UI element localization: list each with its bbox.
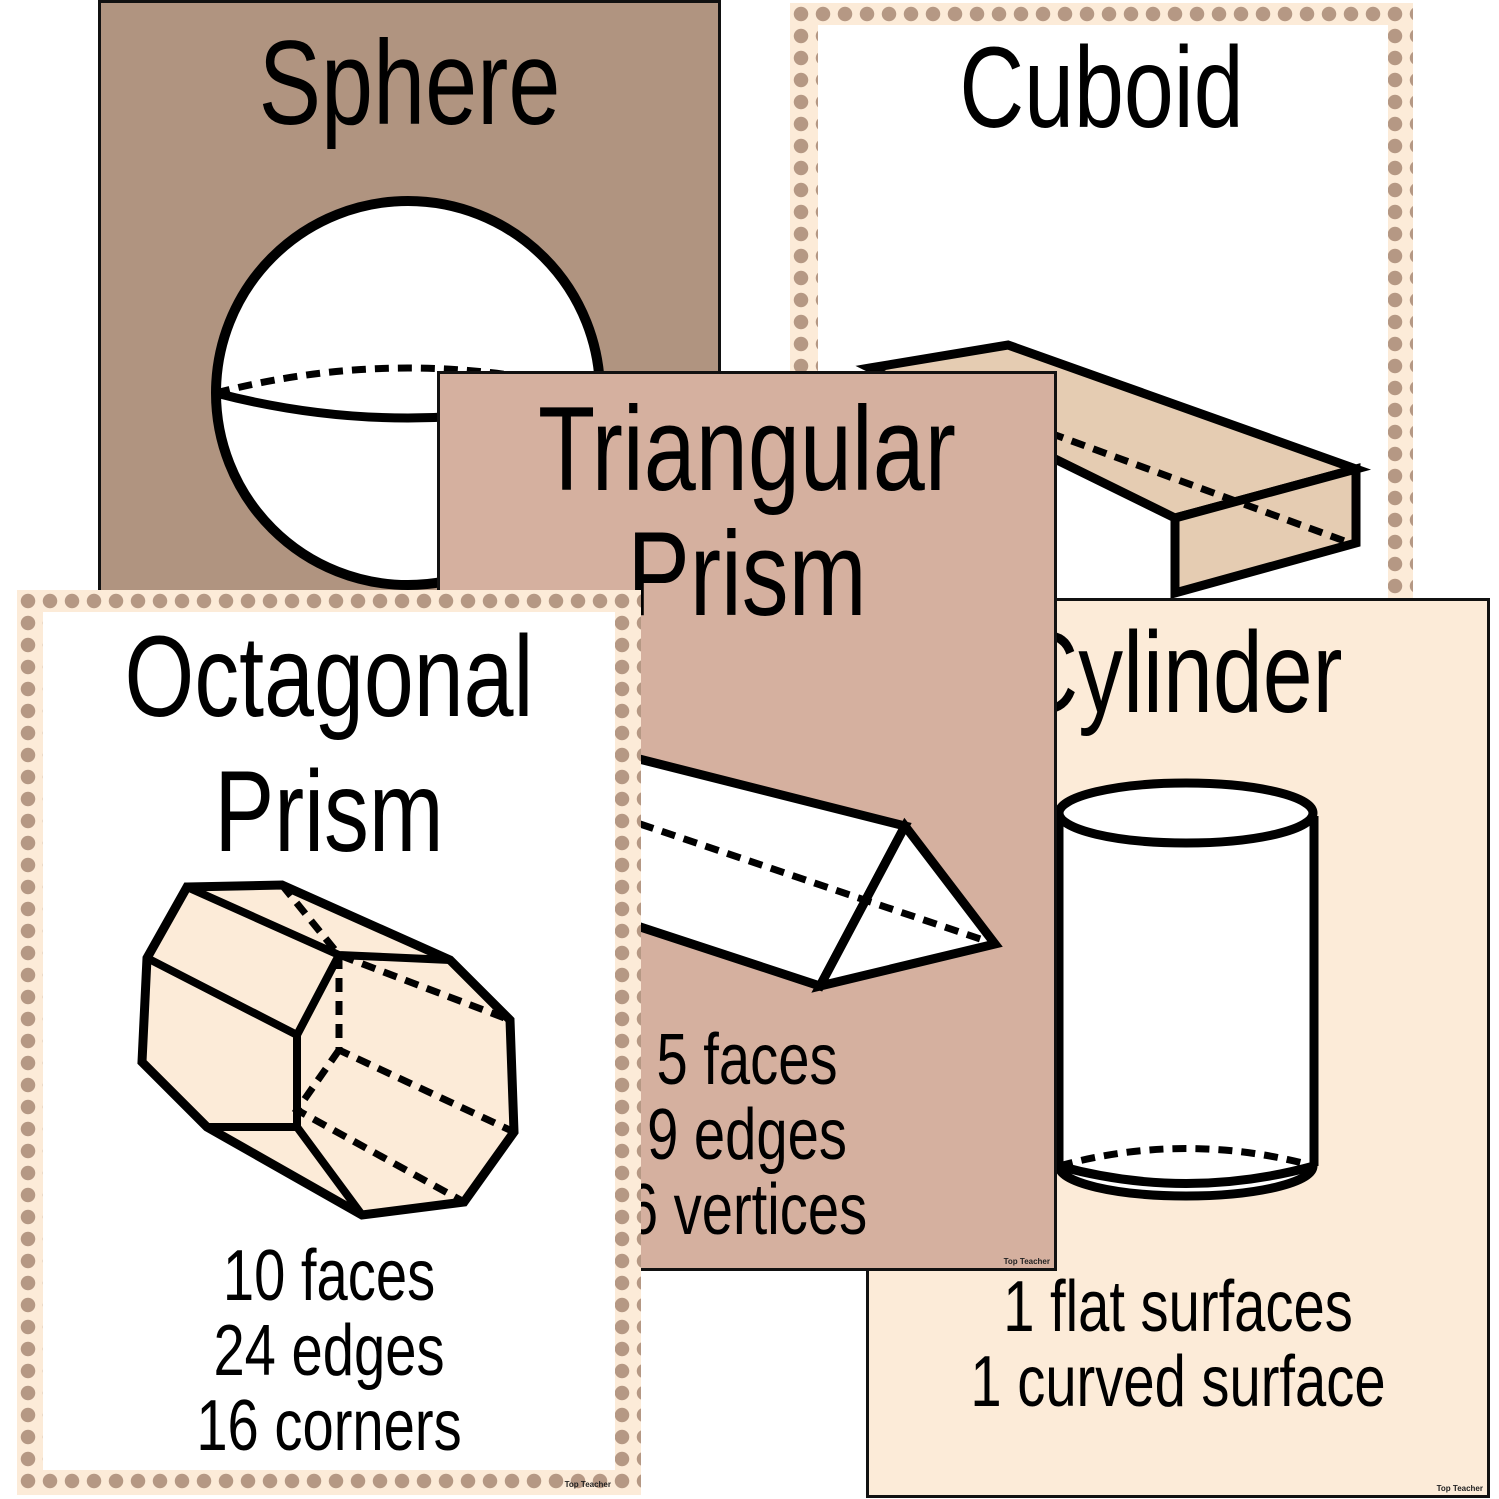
cylinder-title: Cylinder xyxy=(1013,609,1343,737)
octagonal-title-line2: Prism xyxy=(214,748,444,876)
cylinder-fact-2: 1 curved surface xyxy=(970,1342,1386,1422)
cylinder-drawing xyxy=(1054,778,1319,1201)
brand-label: Top Teacher xyxy=(1003,1257,1050,1266)
triangular-fact-3: 6 vertices xyxy=(626,1170,868,1250)
brand-label: Top Teacher xyxy=(1436,1484,1483,1493)
octagonal-prism-drawing xyxy=(137,880,519,1220)
octagonal-fact-2: 24 edges xyxy=(213,1311,445,1391)
triangular-fact-1: 5 faces xyxy=(656,1020,838,1100)
cuboid-title: Cuboid xyxy=(959,24,1244,152)
triangular-title-line1: Triangular xyxy=(538,382,956,516)
triangular-fact-2: 9 edges xyxy=(647,1095,847,1175)
brand-label: Top Teacher xyxy=(564,1480,611,1489)
octagonal-fact-3: 16 corners xyxy=(196,1386,462,1466)
cuboid-card: Cuboid xyxy=(790,3,1413,623)
octagonal-fact-1: 10 faces xyxy=(222,1236,436,1316)
octagonal-title-line1: Octagonal xyxy=(124,613,534,741)
octagonal-prism-card: Octagonal Prism 10 faces 24 edges 16 cor… xyxy=(17,590,641,1495)
cylinder-fact-1: 1 flat surfaces xyxy=(1003,1267,1353,1347)
sphere-title: Sphere xyxy=(258,16,561,150)
triangular-title-line2: Prism xyxy=(627,507,867,641)
